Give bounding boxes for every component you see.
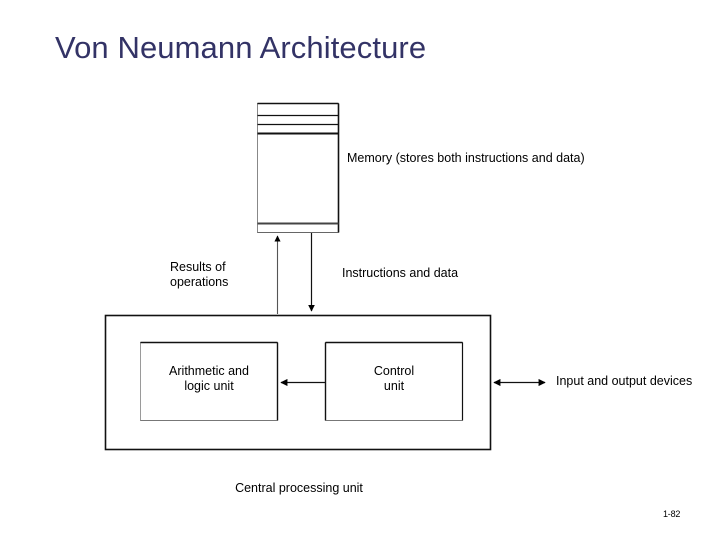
control-line-1: Control	[373, 364, 415, 378]
memory-caption: Memory (stores both instructions and dat…	[347, 151, 585, 165]
cpu-caption: Central processing unit	[235, 481, 363, 495]
results-line-2: operations	[170, 275, 229, 289]
memory-box-outline	[257, 103, 339, 233]
control-line-2: unit	[383, 379, 405, 393]
instructions-and-data-label: Instructions and data	[342, 266, 459, 280]
slide-page-number: 1-82	[663, 509, 681, 519]
alu-line-2: logic unit	[184, 379, 234, 393]
cpu-box	[104, 314, 492, 451]
memory-block	[257, 102, 340, 233]
io-devices-label: Input and output devices	[556, 374, 693, 388]
control-unit-block	[324, 341, 464, 421]
alu-line-1: Arithmetic and	[169, 364, 249, 378]
page-title: Von Neumann Architecture	[55, 30, 427, 65]
alu-block	[140, 341, 279, 421]
results-line-1: Results of	[170, 260, 226, 274]
